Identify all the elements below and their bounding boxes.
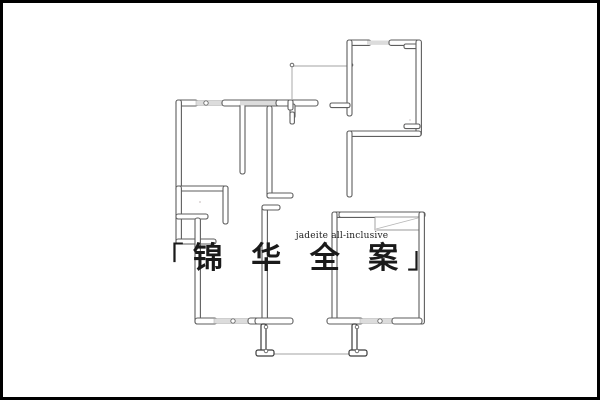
wall-corridor-top-cap [261, 204, 281, 211]
wall-top-right-seg [275, 99, 319, 107]
hall-spine [287, 99, 295, 125]
balcony-entry [255, 323, 368, 357]
wall-upper-right-door-stub [329, 102, 351, 109]
watermark-chinese-line: 「锦 华 全 案」 [0, 243, 600, 275]
watermark-bracket-close: 」 [407, 241, 447, 276]
lower-right-unit [326, 211, 426, 325]
partition-vert-left [239, 103, 246, 175]
window-mullion-dot-b [230, 318, 236, 324]
watermark-bracket-open: 「 [153, 241, 193, 276]
wall-kitchen-bottom-left [175, 213, 209, 220]
wall-upper-right-descender [346, 130, 353, 198]
wall-hall-pillar [289, 111, 295, 125]
window-mullion-dot-a [203, 100, 209, 106]
partition-horiz-right [266, 192, 294, 199]
wall-upper-right-bottom-stub [403, 123, 421, 130]
window-mullion-dot-c [377, 318, 383, 324]
wall-left-exterior-upper [175, 99, 182, 193]
door-hinge-left [263, 324, 269, 330]
window-band-upper-right [367, 40, 393, 45]
wall-bedroom-right-exterior [418, 211, 425, 325]
window-band-top-a [196, 100, 240, 106]
watermark-english: jadeite all-inclusive [295, 231, 389, 241]
watermark-chinese-text: 锦 华 全 案 [192, 241, 408, 276]
rail-node-upper-left [289, 62, 295, 68]
wall-bedroom-bottom-left [326, 317, 364, 325]
wall-corridor-bottom-tee [254, 317, 294, 325]
floor-mark-c [375, 229, 377, 231]
door-pivot-left [263, 348, 269, 354]
wall-hall-top-stub [287, 99, 294, 111]
wall-upper-right-left [346, 39, 353, 117]
partition-vert-right [266, 105, 273, 199]
wall-kitchen-top [175, 185, 229, 192]
upper-right-unit [329, 39, 422, 198]
bedroom-window-diagonal [375, 217, 419, 230]
window-band-bottom-b [360, 318, 394, 324]
central-corridor [254, 204, 294, 326]
wall-upper-right-bottom [346, 130, 422, 137]
door-pivot-right [354, 348, 360, 354]
balcony-railings [267, 65, 356, 355]
floor-mark-b [409, 119, 411, 121]
upper-left-unit [175, 99, 319, 325]
floor-mark-a [199, 201, 201, 203]
interior-marks [199, 119, 411, 231]
wall-bedroom-bottom-right [391, 317, 423, 325]
wall-kitchen-right [222, 185, 229, 225]
wall-upper-right-exterior [415, 39, 422, 137]
door-hinge-right [354, 324, 360, 330]
window-band-top-b [240, 100, 280, 106]
